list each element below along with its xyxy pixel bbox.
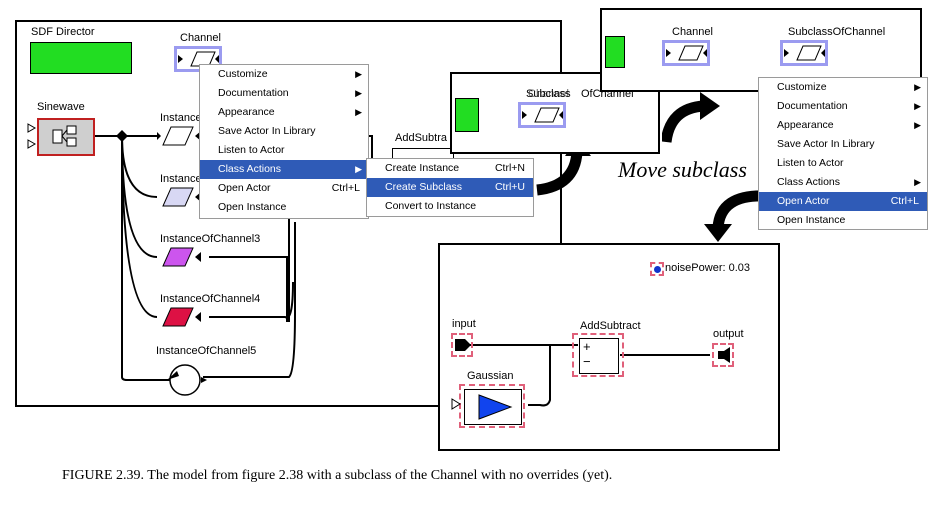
channel-icon xyxy=(522,107,563,123)
instance1-label: Instance xyxy=(160,112,202,124)
composite-icon xyxy=(52,125,77,147)
addsubtract-actor[interactable]: + − xyxy=(572,333,624,377)
output-port[interactable] xyxy=(712,343,734,367)
instance3-label: InstanceOfChannel3 xyxy=(160,233,261,245)
channel-actor[interactable] xyxy=(662,40,710,66)
move-subclass-annotation: Move subclass xyxy=(618,157,747,182)
figure-caption: FIGURE 2.39. The model from figure 2.38 … xyxy=(62,468,613,483)
menu-item-appearance[interactable]: Appearance▶ xyxy=(218,106,362,118)
subclass-label: SubclassOfChannel xyxy=(788,26,886,38)
channel-label: Channel xyxy=(180,32,221,44)
parameter-marker[interactable] xyxy=(650,262,664,276)
channel-actor[interactable] xyxy=(174,46,222,72)
parameter-dot-icon xyxy=(654,266,661,273)
context-menu-right: Customize▶ Documentation▶ Appearance▶ Sa… xyxy=(758,77,928,230)
noise-power-parameter: noisePower: 0.03 xyxy=(665,262,750,274)
minus-port-label: − xyxy=(583,354,591,369)
instance5-actor[interactable] xyxy=(167,362,217,398)
output-port-label: output xyxy=(713,328,744,340)
menu-item-appearance[interactable]: Appearance▶ xyxy=(777,119,921,131)
connection-wires xyxy=(470,344,710,407)
gaussian-label: Gaussian xyxy=(467,370,514,382)
plus-port-label: + xyxy=(583,339,591,354)
channel-label: Channel xyxy=(672,26,713,38)
director-block xyxy=(605,36,625,68)
subclass-actor[interactable] xyxy=(780,40,828,66)
curved-arrow-icon xyxy=(704,190,767,242)
menu-item-class-actions[interactable]: Class Actions▶ xyxy=(200,160,368,179)
menu-item-open-instance[interactable]: Open Instance xyxy=(218,201,287,213)
instance4-label: InstanceOfChannel4 xyxy=(160,293,261,305)
context-menu: Customize▶ Documentation▶ Appearance▶ Sa… xyxy=(199,64,369,219)
submenu-convert-instance[interactable]: Convert to Instance xyxy=(385,200,477,212)
menu-item-open-instance[interactable]: Open Instance xyxy=(777,214,846,226)
channel-icon xyxy=(666,45,707,61)
sdf-director-block[interactable] xyxy=(30,42,132,74)
overlap-label-subclass: Subclass xyxy=(526,88,571,100)
menu-item-class-actions[interactable]: Class Actions▶ xyxy=(777,176,921,188)
menu-item-documentation[interactable]: Documentation▶ xyxy=(777,100,921,112)
menu-item-customize[interactable]: Customize▶ xyxy=(218,68,362,80)
instance4-actor[interactable] xyxy=(157,306,207,328)
overlap-label-channel: Channel xyxy=(528,88,569,100)
addsubtract-label: AddSubtra xyxy=(395,132,447,144)
menu-item-documentation[interactable]: Documentation▶ xyxy=(218,87,362,99)
menu-item-save-actor[interactable]: Save Actor In Library xyxy=(777,138,875,150)
output-port-icon xyxy=(718,347,730,363)
subclass-actor-overlap[interactable] xyxy=(518,102,566,128)
input-port-icon xyxy=(455,339,471,351)
channel-icon xyxy=(784,45,825,61)
input-port[interactable] xyxy=(451,333,473,357)
menu-item-customize[interactable]: Customize▶ xyxy=(777,81,921,93)
curved-arrow-icon xyxy=(662,92,720,143)
input-port-label: input xyxy=(452,318,476,330)
gaussian-trigger-port xyxy=(451,398,461,410)
addsubtract-label: AddSubtract xyxy=(580,320,641,332)
instance3-actor[interactable] xyxy=(157,246,207,268)
instance2-label: Instance xyxy=(160,173,202,185)
gaussian-actor[interactable] xyxy=(459,384,525,428)
menu-item-listen[interactable]: Listen to Actor xyxy=(777,157,844,169)
menu-item-save-actor[interactable]: Save Actor In Library xyxy=(218,125,316,137)
director-label: SDF Director xyxy=(31,26,95,38)
gaussian-triangle-icon xyxy=(478,394,513,420)
channel-icon xyxy=(178,51,219,67)
subclass-model-canvas: noisePower: 0.03 input AddSubtract + − o… xyxy=(438,243,780,451)
instance5-label: InstanceOfChannel5 xyxy=(156,345,257,357)
director-block xyxy=(455,98,479,132)
sinewave-actor[interactable] xyxy=(37,118,95,156)
sinewave-ports xyxy=(27,123,37,149)
sinewave-label: Sinewave xyxy=(37,101,85,113)
menu-item-listen[interactable]: Listen to Actor xyxy=(218,144,285,156)
intermediate-model-canvas: Subclass Channel OfChannel xyxy=(450,72,660,154)
